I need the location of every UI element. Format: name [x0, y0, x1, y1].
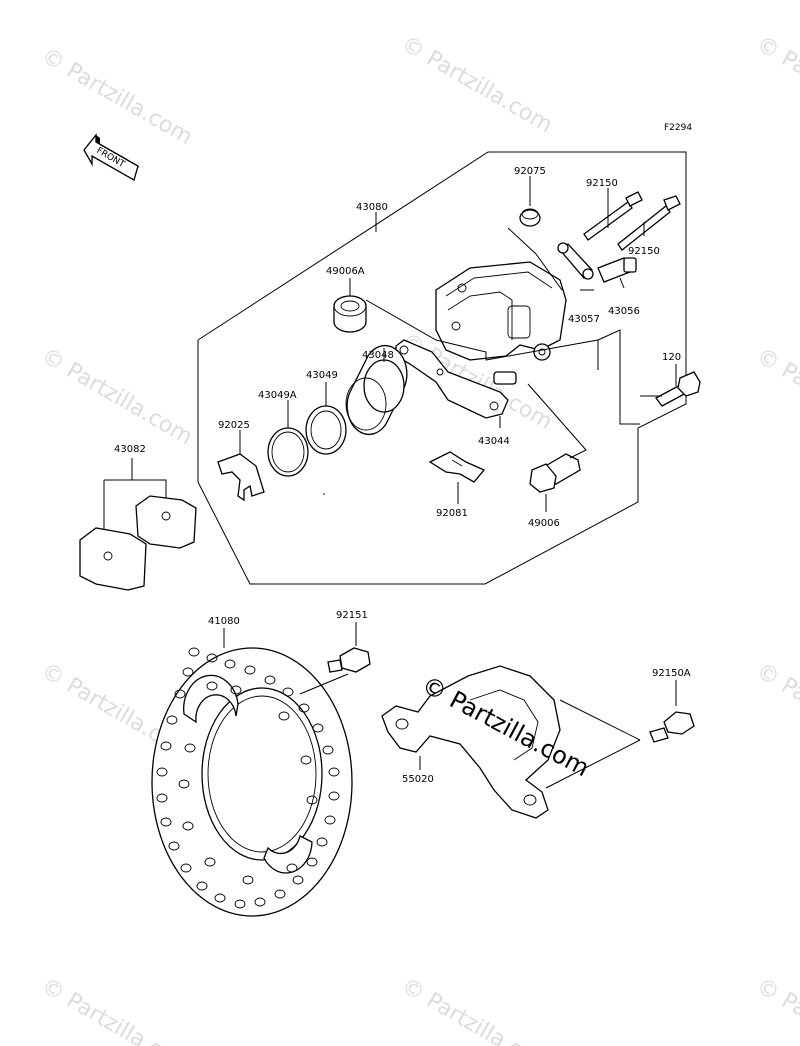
part-label-92075: 92075 [514, 166, 546, 177]
part-label-92025: 92025 [218, 420, 250, 431]
part-label-43049: 43049 [306, 370, 338, 381]
front-arrow-icon: FRONT [83, 133, 140, 181]
caliper-body [435, 261, 567, 361]
watermark: © Partzilla.com [397, 974, 557, 1046]
part-label-120: 120 [662, 352, 681, 363]
caliper-bolt-49006 [529, 453, 581, 493]
part-label-92150: 92150 [586, 178, 618, 189]
caliper-assembly-outline [197, 151, 687, 585]
seal-43049a-inner [271, 431, 305, 473]
part-label-49006: 49006 [528, 518, 560, 529]
seal-43049a [267, 427, 309, 477]
pad-spring-92025 [217, 453, 265, 502]
part-label-92150a: 92150A [652, 668, 691, 679]
watermark: © Partzilla.com [752, 659, 800, 766]
part-labels: 43080 92075 92150 92150 49006A 43057 430… [114, 166, 691, 785]
leader-line [559, 699, 641, 741]
bracket-bolt-92150a [649, 711, 695, 743]
seal-92075 [519, 208, 541, 227]
watermark: © Partzilla.com [752, 344, 800, 451]
piston-43048 [345, 344, 408, 436]
part-label-92150: 92150 [628, 246, 660, 257]
caliper-mount-bracket-55020 [381, 665, 561, 819]
part-label-43080: 43080 [356, 202, 388, 213]
link-43057 [557, 242, 594, 280]
part-label-43048: 43048 [362, 350, 394, 361]
leader-line [545, 739, 641, 789]
part-label-92151: 92151 [336, 610, 368, 621]
brake-pads-43082 [79, 458, 197, 591]
dot-mark [323, 493, 325, 495]
caliper-bracket [395, 339, 517, 419]
brake-disc-41080 [151, 647, 353, 917]
part-label-43056: 43056 [608, 306, 640, 317]
watermark: © Partzilla.com [37, 44, 197, 151]
part-label-55020: 55020 [402, 774, 434, 785]
watermark: © Partzilla.com [37, 974, 197, 1046]
pad-spring-92081 [428, 451, 486, 483]
piston-seal-49006a [333, 295, 367, 333]
watermark: © Partzilla.com [752, 32, 800, 139]
figure-code: F2294 [664, 123, 692, 133]
part-label-41080: 41080 [208, 616, 240, 627]
watermark: © Partzilla.com [37, 344, 197, 451]
part-label-43057: 43057 [568, 314, 600, 325]
leader-lines [239, 176, 677, 512]
watermark: © Partzilla.com [752, 974, 800, 1046]
seal-43049 [305, 405, 347, 455]
part-label-49006a: 49006A [326, 266, 365, 277]
seal-43049-inner [310, 410, 342, 450]
mounting-bolt-120 [655, 371, 701, 407]
disc-bolt-92151 [327, 647, 371, 673]
part-label-43082: 43082 [114, 444, 146, 455]
leader-line [299, 673, 349, 695]
part-label-43049a: 43049A [258, 390, 297, 401]
bleeder-valve-43056 [597, 257, 637, 283]
part-label-43044: 43044 [478, 436, 510, 447]
watermark: © Partzilla.com [397, 32, 557, 139]
part-label-92081: 92081 [436, 508, 468, 519]
